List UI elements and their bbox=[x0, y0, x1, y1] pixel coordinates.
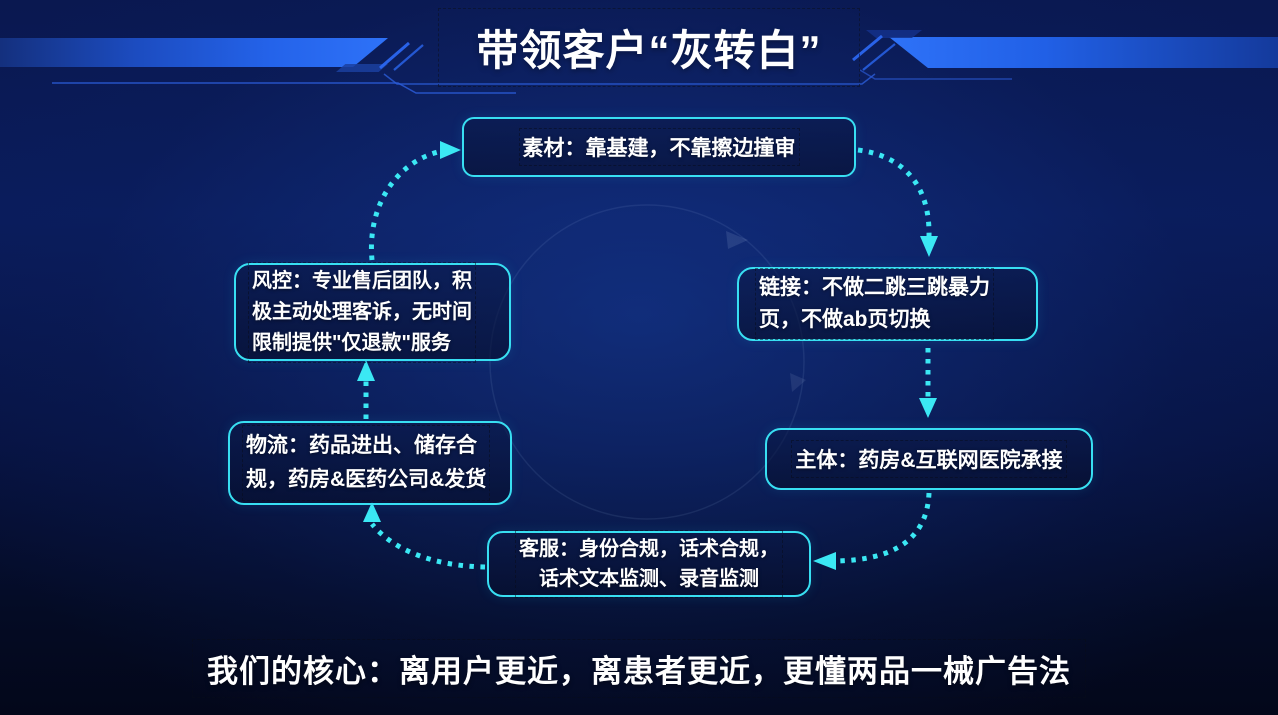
slash-icon bbox=[852, 34, 883, 62]
faint-center-circle bbox=[489, 204, 805, 520]
slash-icon bbox=[379, 41, 410, 70]
arrow-fengkong-to-sucai bbox=[368, 149, 439, 261]
arrow-kefu-to-wuliu bbox=[370, 522, 486, 570]
footer-row: 我们的核心：离用户更近，离患者更近，更懂两品一械广告法 bbox=[0, 639, 1278, 698]
faint-watermark-arrow-icon bbox=[790, 373, 806, 392]
arrowhead-down-icon bbox=[920, 236, 938, 257]
banner-stripe-right bbox=[889, 37, 1278, 68]
banner-stripe-left-echo bbox=[336, 64, 388, 72]
banner-stripe-right-echo bbox=[866, 30, 922, 38]
title-banner: 带领客户“灰转白” bbox=[438, 8, 860, 87]
node-lianjie: 链接：不做二跳三跳暴力 页，不做ab页切换 bbox=[737, 267, 1038, 341]
arrowhead-left-icon bbox=[813, 552, 836, 570]
node-fengkong-text: 风控：专业售后团队，积 极主动处理客诉，无时间 限制提供"仅退款"服务 bbox=[248, 261, 476, 363]
arrowhead-right-icon bbox=[440, 141, 461, 159]
node-line: 话术文本监测、录音监测 bbox=[539, 568, 759, 590]
node-kefu: 客服：身份合规，话术合规， 话术文本监测、录音监测 bbox=[487, 530, 811, 598]
node-zhuti-text: 主体：药房&互联网医院承接 bbox=[791, 440, 1067, 478]
node-line: 主体：药房&互联网医院承接 bbox=[795, 449, 1063, 472]
arrow-sucai-to-lianjie bbox=[857, 147, 932, 237]
arrow-zhuti-to-kefu bbox=[835, 492, 932, 564]
node-line: 链接：不做二跳三跳暴力 bbox=[759, 276, 990, 299]
node-line: 素材：靠基建，不靠擦边撞审 bbox=[522, 137, 796, 160]
circuit-line-left bbox=[52, 82, 516, 94]
node-wuliu: 物流：药品进出、储存合 规，药房&医药公司&发货 bbox=[228, 421, 512, 505]
node-kefu-text: 客服：身份合规，话术合规， 话术文本监测、录音监测 bbox=[515, 530, 783, 598]
node-line: 极主动处理客诉，无时间 bbox=[252, 300, 472, 323]
slash-icon bbox=[862, 43, 896, 71]
arrowhead-up-icon bbox=[363, 502, 381, 522]
node-line: 风控：专业售后团队，积 bbox=[252, 269, 472, 292]
arrowhead-down-icon bbox=[919, 398, 937, 418]
node-line: 规，药房&医药公司&发货 bbox=[246, 468, 487, 491]
slash-icon bbox=[393, 44, 424, 71]
node-wuliu-text: 物流：药品进出、储存合 规，药房&医药公司&发货 bbox=[241, 425, 491, 501]
faint-watermark-arrow-icon bbox=[726, 231, 748, 249]
circuit-line-center bbox=[383, 73, 876, 85]
node-line: 页，不做ab页切换 bbox=[759, 308, 931, 331]
page-title: 带领客户“灰转白” bbox=[476, 27, 822, 74]
core-statement: 我们的核心：离用户更近，离患者更近，更懂两品一械广告法 bbox=[192, 639, 1086, 698]
node-fengkong: 风控：专业售后团队，积 极主动处理客诉，无时间 限制提供"仅退款"服务 bbox=[234, 261, 511, 363]
circuit-line-right bbox=[859, 69, 1012, 80]
node-zhuti: 主体：药房&互联网医院承接 bbox=[765, 428, 1093, 490]
node-line: 物流：药品进出、储存合 bbox=[246, 434, 477, 457]
arrowhead-up-icon bbox=[357, 360, 375, 381]
node-sucai-text: 素材：靠基建，不靠擦边撞审 bbox=[518, 128, 800, 166]
banner-stripe-left bbox=[0, 38, 388, 67]
node-line: 客服：身份合规，话术合规， bbox=[519, 538, 779, 560]
node-lianjie-text: 链接：不做二跳三跳暴力 页，不做ab页切换 bbox=[755, 268, 994, 340]
node-sucai: 素材：靠基建，不靠擦边撞审 bbox=[462, 117, 856, 177]
node-line: 限制提供"仅退款"服务 bbox=[252, 331, 451, 354]
